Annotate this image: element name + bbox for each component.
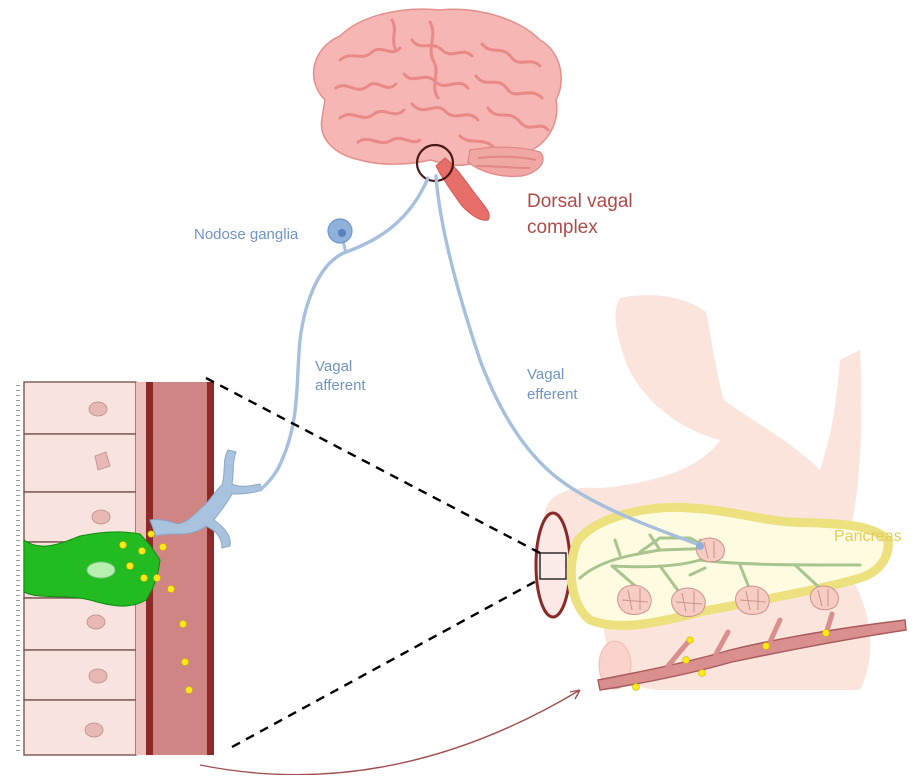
label-pancreas: Pancreas: [834, 527, 902, 547]
islet: [810, 586, 838, 610]
zoom-line-top: [206, 378, 540, 553]
label-vagal-efferent-line2: efferent: [527, 386, 578, 405]
enterocyte: [24, 700, 136, 755]
label-vagal-afferent-line1: Vagal: [315, 358, 352, 377]
zoom-line-bottom: [232, 579, 540, 747]
enterocyte: [24, 434, 136, 492]
label-vagal-afferent-line2: afferent: [315, 377, 366, 396]
secretion-arrow: [200, 690, 580, 775]
label-vagal-efferent-line1: Vagal: [527, 366, 564, 385]
nodose-ganglion-nucleus: [338, 229, 346, 237]
duodenum-cross-section: [536, 513, 570, 617]
islet: [736, 586, 770, 615]
islet: [618, 585, 652, 615]
stomach: [544, 295, 870, 690]
efferent-terminal: [696, 542, 704, 550]
eec-nucleus: [87, 562, 115, 578]
enterocyte: [24, 650, 136, 700]
label-nodose-ganglia: Nodose ganglia: [194, 226, 298, 245]
islet: [672, 588, 706, 617]
label-dorsal-vagal-line1: Dorsal vagal: [527, 190, 633, 214]
enterocyte: [24, 382, 136, 434]
label-dorsal-vagal-line2: complex: [527, 216, 598, 240]
